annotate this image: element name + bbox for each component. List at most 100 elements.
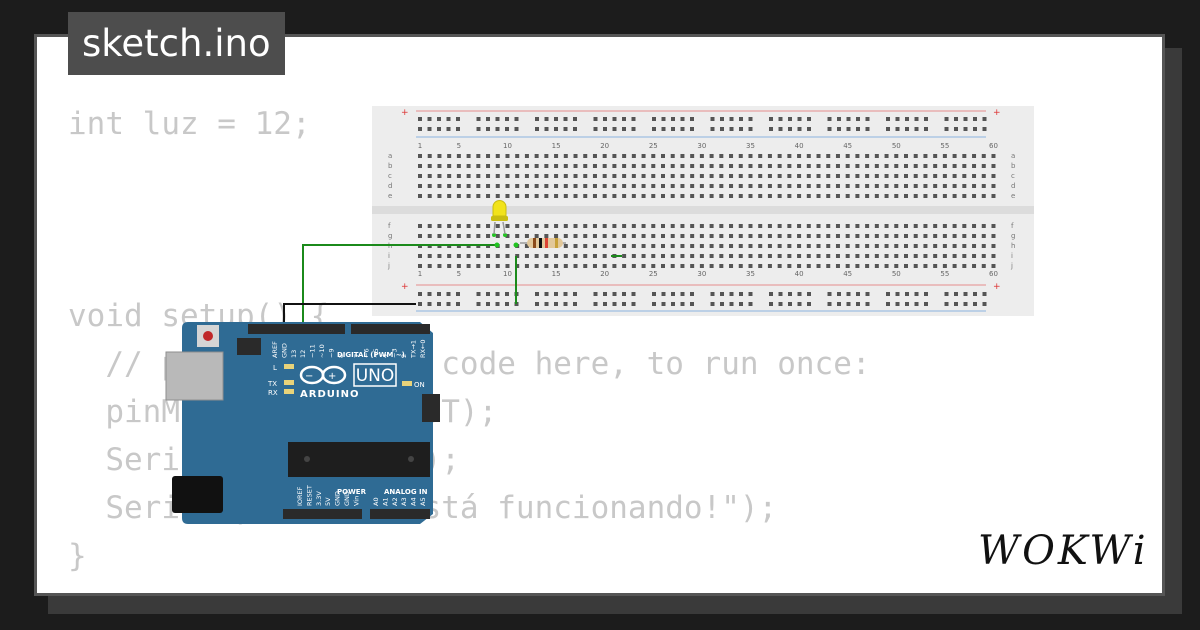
breadboard-hole <box>787 254 792 258</box>
pin-label: RESET <box>305 485 313 506</box>
breadboard-hole <box>767 244 772 248</box>
breadboard-hole <box>680 194 685 198</box>
breadboard-hole <box>806 154 811 158</box>
breadboard-hole <box>456 184 461 188</box>
breadboard-hole <box>972 184 977 188</box>
rail-hole <box>612 292 617 296</box>
breadboard-hole <box>486 194 491 198</box>
breadboard-hole <box>845 184 850 188</box>
breadboard-hole <box>651 164 656 168</box>
breadboard-hole <box>942 184 947 188</box>
rail-hole <box>914 302 919 306</box>
breadboard-hole <box>447 174 452 178</box>
rail-hole <box>495 127 500 131</box>
breadboard-hole <box>865 264 870 268</box>
connection-dot <box>492 233 496 237</box>
breadboard-hole <box>661 184 665 188</box>
rail-hole <box>554 127 558 131</box>
rail-hole <box>954 127 958 131</box>
breadboard-hole <box>952 194 957 198</box>
breadboard-hole <box>729 184 734 188</box>
rail-hole <box>827 127 832 131</box>
rail-hole <box>680 127 685 131</box>
rail-hole <box>680 292 685 296</box>
svg-text:+: + <box>328 371 336 382</box>
breadboard-hole <box>991 174 996 178</box>
breadboard-hole <box>767 184 772 188</box>
breadboard-hole <box>427 154 432 158</box>
breadboard-hole <box>738 174 743 178</box>
green-wire-pin12[interactable] <box>302 244 497 330</box>
breadboard-hole <box>865 224 870 228</box>
breadboard-hole <box>826 154 831 158</box>
yellow-led[interactable] <box>491 200 508 235</box>
breadboard-hole <box>612 184 617 188</box>
breadboard-hole <box>816 224 821 228</box>
rail-hole <box>807 117 811 121</box>
breadboard-hole <box>622 244 627 248</box>
resistor[interactable] <box>520 238 566 248</box>
breadboard-hole <box>641 164 646 168</box>
breadboard-hole <box>738 154 743 158</box>
breadboard-hole <box>641 224 646 228</box>
breadboard-hole <box>427 174 432 178</box>
breadboard-hole <box>719 154 724 158</box>
rail-plus-label: + <box>993 108 1001 118</box>
breadboard-hole <box>884 234 889 238</box>
rail-hole <box>622 127 626 131</box>
column-number: 15 <box>552 270 561 278</box>
file-tab[interactable]: sketch.ino <box>68 12 285 75</box>
breadboard-hole <box>709 174 714 178</box>
breadboard-hole <box>699 254 704 258</box>
breadboard-hole <box>962 234 967 238</box>
breadboard-hole <box>612 164 617 168</box>
breadboard-hole <box>670 174 675 178</box>
breadboard-hole <box>602 154 607 158</box>
code-line: int luz = 12; <box>68 106 311 142</box>
breadboard-hole <box>981 244 986 248</box>
rail-hole <box>486 292 490 296</box>
rail-hole <box>827 117 832 121</box>
rail-hole <box>886 302 890 306</box>
breadboard-hole <box>913 224 918 228</box>
breadboard-hole <box>904 224 908 228</box>
breadboard-hole <box>573 174 578 178</box>
breadboard-hole <box>777 224 782 228</box>
breadboard-hole <box>505 194 510 198</box>
breadboard-hole <box>894 174 899 178</box>
breadboard-hole <box>719 164 724 168</box>
breadboard-hole <box>952 224 957 228</box>
breadboard-hole <box>515 224 520 228</box>
breadboard-hole <box>913 234 918 238</box>
breadboard-hole <box>709 164 714 168</box>
reset-button-cap[interactable] <box>203 331 213 341</box>
breadboard-hole <box>563 174 568 178</box>
pin-label: ~5 <box>372 348 380 358</box>
breadboard-hole <box>729 254 734 258</box>
breadboard-hole <box>777 244 782 248</box>
breadboard-hole <box>865 174 870 178</box>
breadboard-hole <box>797 254 802 258</box>
breadboard-hole <box>554 184 559 188</box>
black-wire-gnd[interactable] <box>283 303 416 330</box>
rail-hole <box>739 117 743 121</box>
breadboard-hole <box>524 234 529 238</box>
rail-hole <box>603 302 607 306</box>
rail-hole <box>720 302 724 306</box>
breadboard-hole <box>622 164 627 168</box>
breadboard-hole <box>777 164 782 168</box>
breadboard-hole <box>797 154 802 158</box>
breadboard-hole <box>418 254 422 258</box>
breadboard-hole <box>767 174 772 178</box>
breadboard-hole <box>699 154 704 158</box>
breadboard-hole <box>952 244 957 248</box>
breadboard-hole <box>534 154 539 158</box>
breadboard-hole <box>534 224 539 228</box>
arduino-uno-board[interactable]: − + UNO ARDUINO DIGITAL (PWM ~) ANALOG I… <box>165 322 440 524</box>
breadboard-hole <box>661 254 665 258</box>
rail-hole <box>944 117 949 121</box>
rail-hole <box>622 302 626 306</box>
breadboard-hole <box>884 184 889 188</box>
rail-hole <box>710 127 715 131</box>
breadboard-hole <box>524 154 529 158</box>
